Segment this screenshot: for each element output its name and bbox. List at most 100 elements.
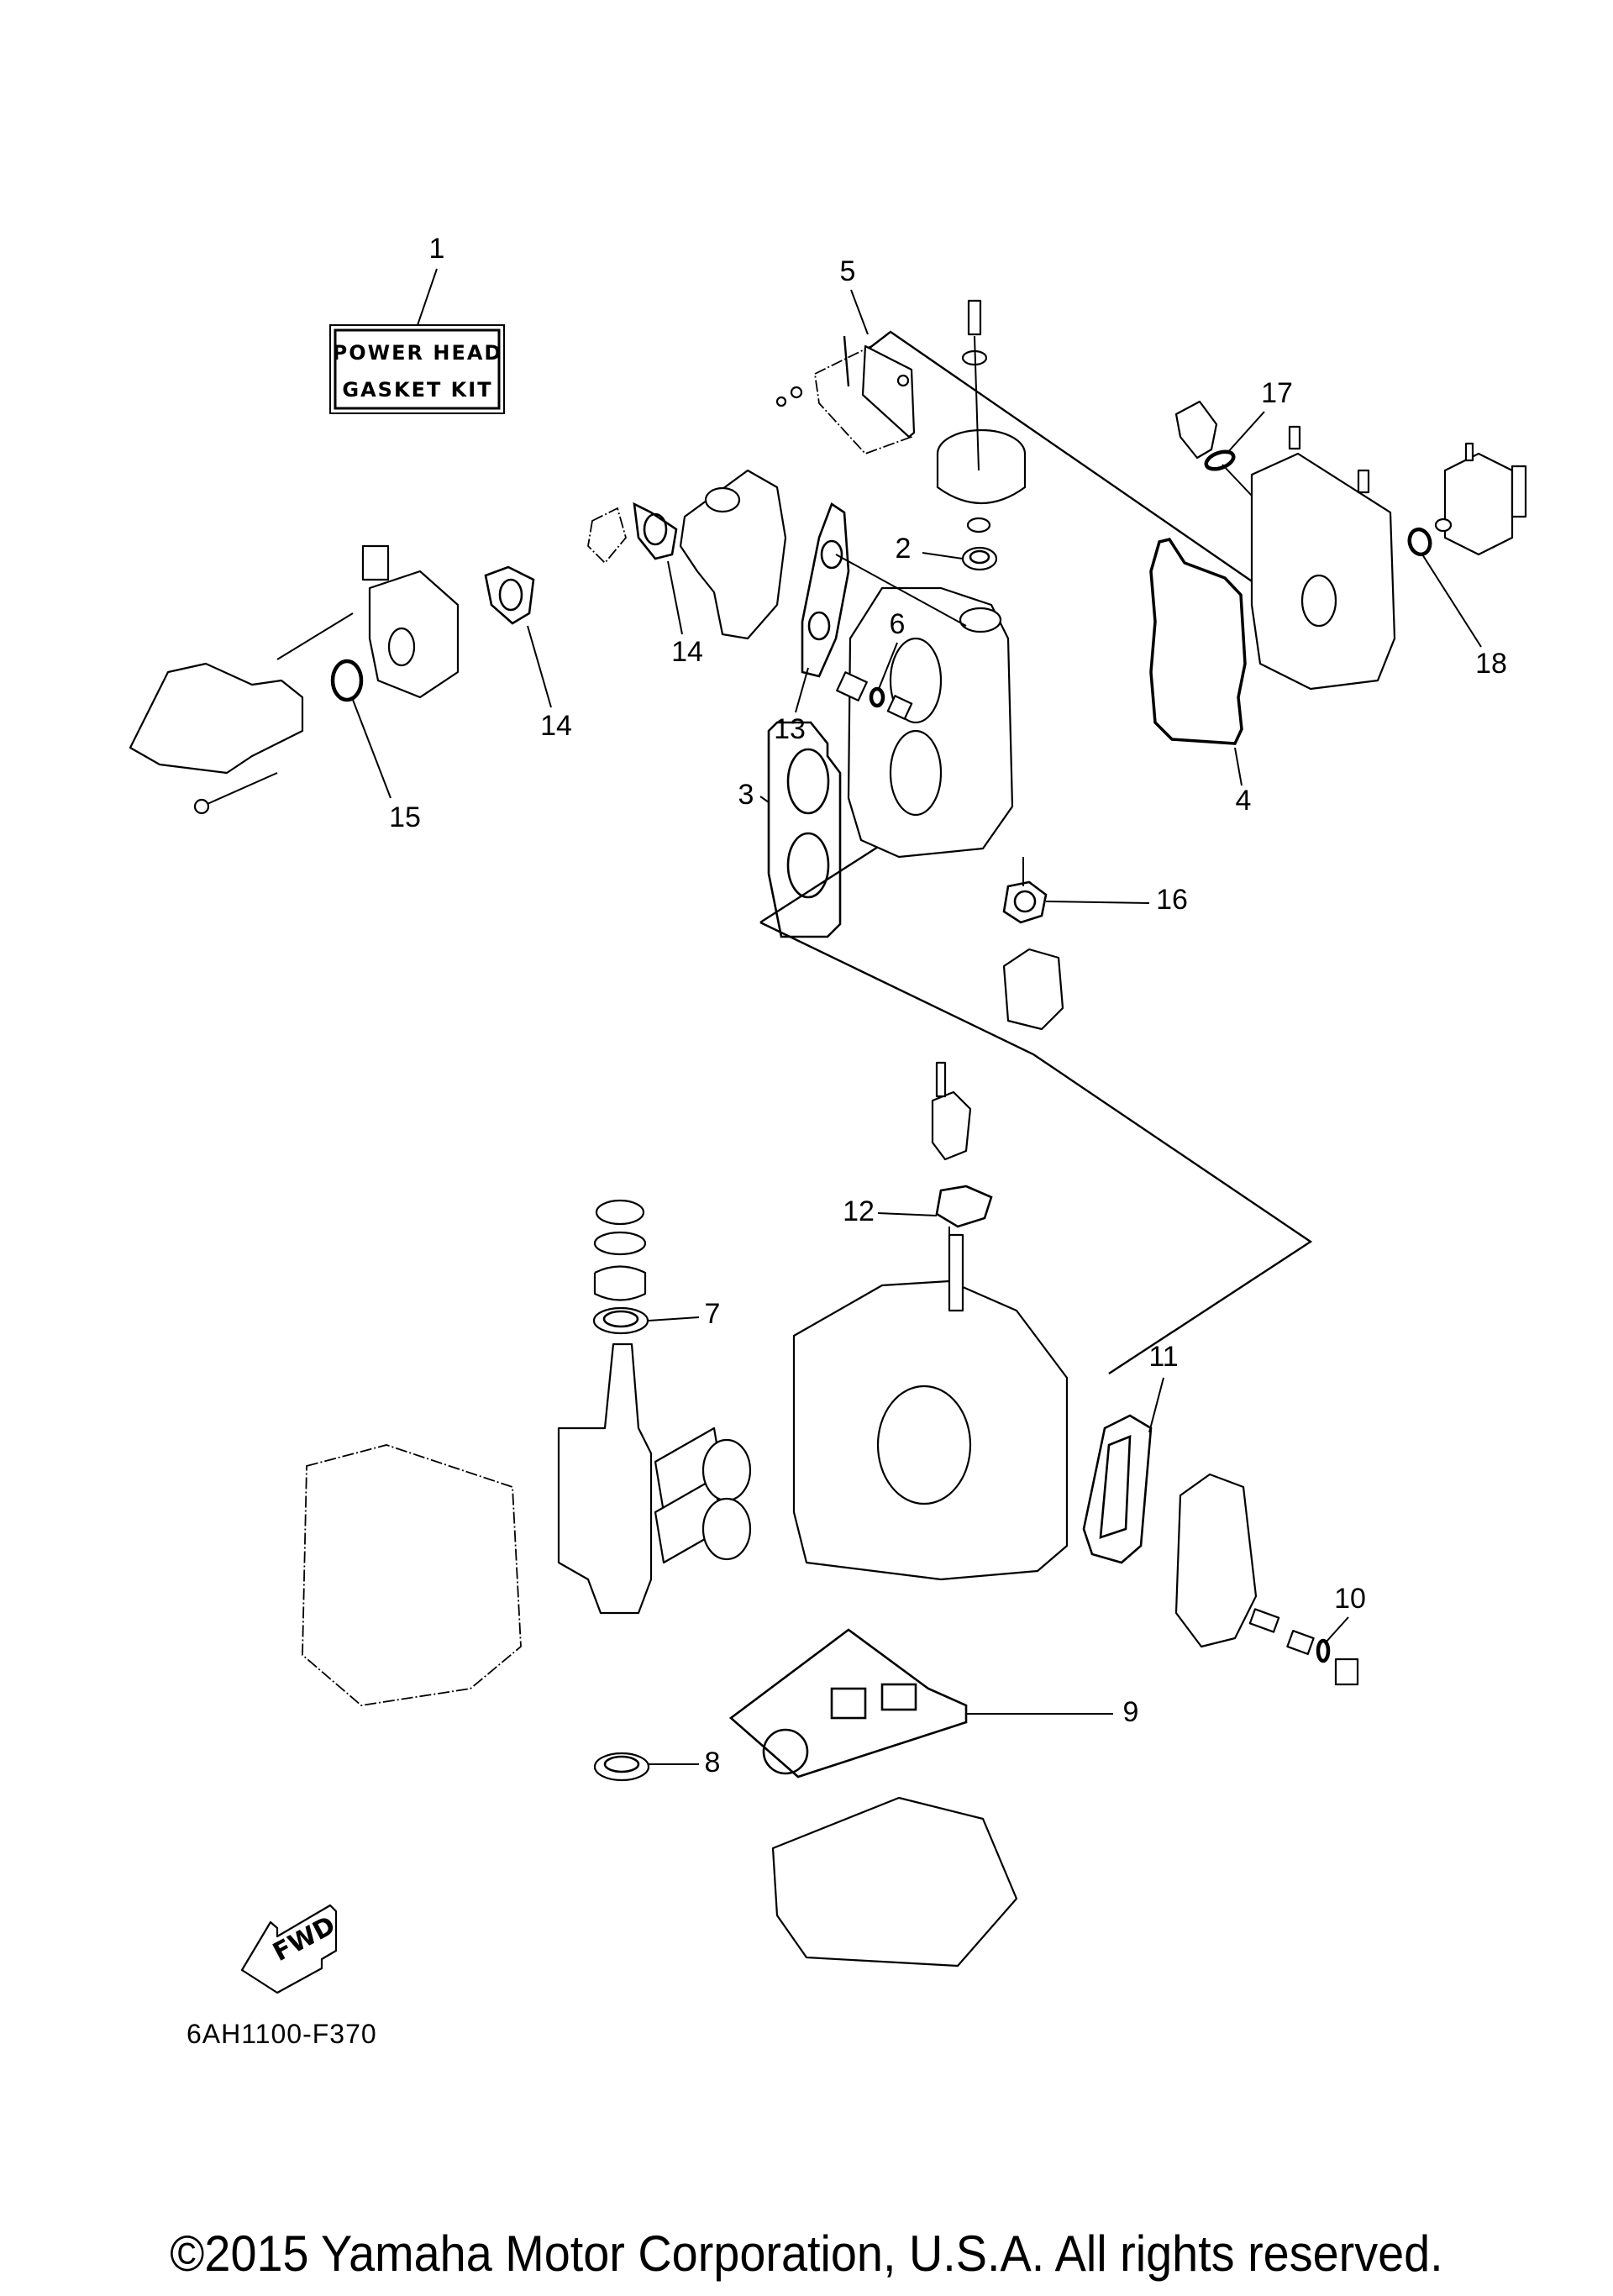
callout-7[interactable]: 7 <box>705 1298 721 1330</box>
cylinder-head <box>847 586 1014 859</box>
part-14-gasket-upper[interactable] <box>633 502 678 560</box>
callout-8[interactable]: 8 <box>705 1747 721 1778</box>
o-ring-10 <box>1316 1638 1331 1663</box>
o-ring-6 <box>869 686 885 708</box>
part-3-head-gasket[interactable] <box>767 721 842 938</box>
crank-sprocket <box>593 1265 647 1301</box>
thermo-plug <box>836 671 868 701</box>
oil-pump-gasket-bore <box>1013 890 1037 913</box>
assembly-line-block <box>759 921 1313 1375</box>
callout-6[interactable]: 6 <box>890 608 906 640</box>
part-15-o-ring[interactable] <box>330 659 364 702</box>
part-5-cover-plates[interactable] <box>775 344 916 455</box>
exhaust-guide-gasket-bore <box>762 1728 809 1775</box>
cover-plate-outer <box>814 345 912 455</box>
manifold-gasket-port2 <box>807 611 831 641</box>
manifold-gasket-outline <box>801 502 850 678</box>
exhaust-guide <box>771 1796 1018 1968</box>
part-8-oil-seal[interactable] <box>593 1752 650 1782</box>
callout-18[interactable]: 18 <box>1475 648 1507 680</box>
carburetor-solenoid <box>361 544 390 581</box>
carburetor-body <box>368 570 460 699</box>
thermostat-cover <box>931 1090 972 1161</box>
cam-journal <box>959 607 1002 633</box>
callout-14-upper[interactable]: 14 <box>671 636 703 668</box>
callout-14-lower[interactable]: 14 <box>540 710 572 742</box>
head-cover-boss <box>1300 574 1337 628</box>
exhaust-guide-gasket-window2 <box>880 1683 917 1711</box>
drain-sleeve <box>1286 1630 1315 1655</box>
carb-gasket-lower-port <box>498 578 523 612</box>
crankshaft <box>557 1342 752 1615</box>
drain-plug <box>1334 1658 1359 1686</box>
head-cover-nipple1 <box>1288 425 1301 450</box>
assembly-line-13 <box>835 554 967 627</box>
carb-spacer <box>587 507 627 565</box>
pulley-axis <box>974 335 980 471</box>
callout-17[interactable]: 17 <box>1261 377 1293 409</box>
callout-1[interactable]: 1 <box>429 233 445 265</box>
leader-15 <box>352 699 391 799</box>
fuel-pump-body <box>1443 452 1514 556</box>
intake-manifold-body <box>679 469 787 640</box>
part-16-gasket[interactable] <box>1002 880 1048 924</box>
callout-10[interactable]: 10 <box>1334 1583 1366 1615</box>
callout-15[interactable]: 15 <box>389 801 421 833</box>
carburetor-wire <box>276 612 354 660</box>
fuel-pump-nipple <box>1464 442 1474 462</box>
part-6-o-ring[interactable] <box>869 686 885 708</box>
part-9-gasket[interactable] <box>728 1628 968 1778</box>
callout-2[interactable]: 2 <box>896 533 912 565</box>
callout-3[interactable]: 3 <box>738 779 754 811</box>
leader-12 <box>877 1212 938 1216</box>
callout-16[interactable]: 16 <box>1156 884 1188 916</box>
callout-13[interactable]: 13 <box>774 713 806 745</box>
part-12-gasket[interactable] <box>935 1185 993 1228</box>
part-7-oil-seal[interactable] <box>592 1306 649 1335</box>
o-ring-17 <box>1204 449 1236 471</box>
cylinder-block <box>792 1233 1069 1581</box>
leader-14-lower <box>527 625 552 708</box>
carb-gasket-upper-port <box>643 512 668 546</box>
block-stud <box>948 1233 964 1312</box>
kit-label-line1: POWER HEAD <box>333 341 503 365</box>
callout-4[interactable]: 4 <box>1236 785 1252 817</box>
cover-screw <box>790 386 803 399</box>
leader-18 <box>1421 554 1482 648</box>
kit-box-outer <box>329 324 505 414</box>
part-10-o-ring[interactable] <box>1316 1638 1331 1663</box>
crankcase-frame <box>302 1444 522 1706</box>
part-11-gasket[interactable] <box>1082 1414 1153 1564</box>
head-gasket-bore2 <box>786 832 830 899</box>
intake-silencer <box>129 662 304 815</box>
exhaust-cover <box>1174 1473 1258 1648</box>
leader-11 <box>1148 1377 1164 1433</box>
fuel-pump-filter <box>1511 465 1527 518</box>
kit-label-box[interactable]: POWER HEAD GASKET KIT <box>329 324 505 414</box>
exhaust-gasket-inner <box>1099 1435 1132 1539</box>
part-4-cover-gasket[interactable] <box>1149 537 1247 745</box>
callout-9[interactable]: 9 <box>1123 1696 1139 1728</box>
part-17-o-ring[interactable] <box>1204 449 1236 473</box>
callout-12[interactable]: 12 <box>843 1195 875 1227</box>
oil-seal-8-inner <box>603 1755 640 1773</box>
leader-7 <box>648 1316 700 1321</box>
fuel-pump <box>1434 442 1527 556</box>
pulley-teeth <box>936 454 1027 504</box>
part-18-o-ring[interactable] <box>1407 527 1433 557</box>
copyright-notice: ©2015 Yamaha Motor Corporation, U.S.A. A… <box>170 2225 1443 2282</box>
cylinder-bore <box>876 1384 972 1505</box>
part-13-manifold-gasket[interactable] <box>801 502 850 678</box>
assembly-line-17 <box>1222 464 1253 497</box>
leader-2 <box>922 552 964 560</box>
callout-11[interactable]: 11 <box>1148 1341 1178 1373</box>
fuel-pump-port <box>1434 518 1453 533</box>
callout-5[interactable]: 5 <box>840 255 856 287</box>
intake-port <box>704 486 741 513</box>
part-14-gasket-lower[interactable] <box>484 565 535 625</box>
cover-gasket-loop <box>1149 537 1247 745</box>
intake-manifold <box>679 469 787 640</box>
crank-washer <box>593 1231 647 1256</box>
carburetor <box>276 544 460 699</box>
part-2-oil-seal[interactable] <box>961 546 998 571</box>
